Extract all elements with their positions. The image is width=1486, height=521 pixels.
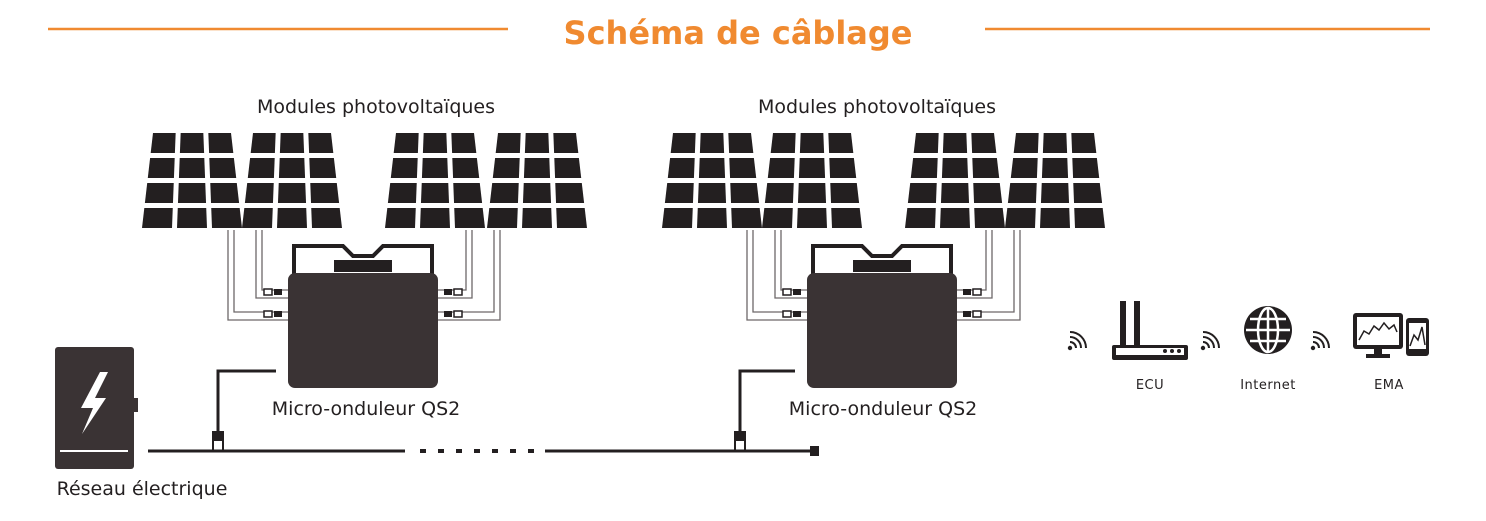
solar-panel-icon xyxy=(242,133,342,228)
solar-panel-icon xyxy=(905,133,1005,228)
solar-panels xyxy=(142,133,587,228)
cable-dotted-continuation xyxy=(420,449,534,453)
inverter-label: Micro-onduleur QS2 xyxy=(272,398,460,420)
panel-wires xyxy=(227,230,501,321)
solar-panel-icon xyxy=(385,133,485,228)
panel-wires xyxy=(746,230,1021,321)
ema-label: EMA xyxy=(1374,378,1404,393)
grid-box-icon xyxy=(55,347,138,469)
solar-panel-icon xyxy=(487,133,587,228)
monitoring-chain: ECU Internet EMA xyxy=(1067,301,1429,393)
solar-panel-icon xyxy=(662,133,762,228)
solar-panel-icon xyxy=(142,133,242,228)
modules-label: Modules photovoltaïques xyxy=(257,96,495,118)
router-icon xyxy=(1112,301,1188,360)
inverter-label: Micro-onduleur QS2 xyxy=(789,398,977,420)
grid-label: Réseau électrique xyxy=(57,478,228,500)
lightning-icon xyxy=(81,372,108,434)
wifi-icon xyxy=(1310,331,1330,351)
monitor-icon xyxy=(1353,313,1403,358)
modules-label: Modules photovoltaïques xyxy=(758,96,996,118)
solar-panel-icon xyxy=(762,133,862,228)
microinverter-icon xyxy=(807,244,957,388)
ac-trunk-cable xyxy=(148,369,819,456)
solar-panels xyxy=(662,133,1105,228)
solar-panel-icon xyxy=(1005,133,1105,228)
internet-label: Internet xyxy=(1240,378,1296,393)
globe-icon xyxy=(1244,306,1292,354)
phone-icon xyxy=(1406,318,1429,356)
wifi-icon xyxy=(1200,331,1220,351)
microinverter-icon xyxy=(288,244,438,388)
page-title: Schéma de câblage xyxy=(564,14,913,52)
pv-group-1: Modules photovoltaïques Micro-onduleur Q… xyxy=(142,96,587,420)
wifi-icon xyxy=(1067,331,1087,351)
pv-group-2: Modules photovoltaïques Micro-onduleur Q… xyxy=(662,96,1105,420)
ecu-label: ECU xyxy=(1136,378,1164,393)
